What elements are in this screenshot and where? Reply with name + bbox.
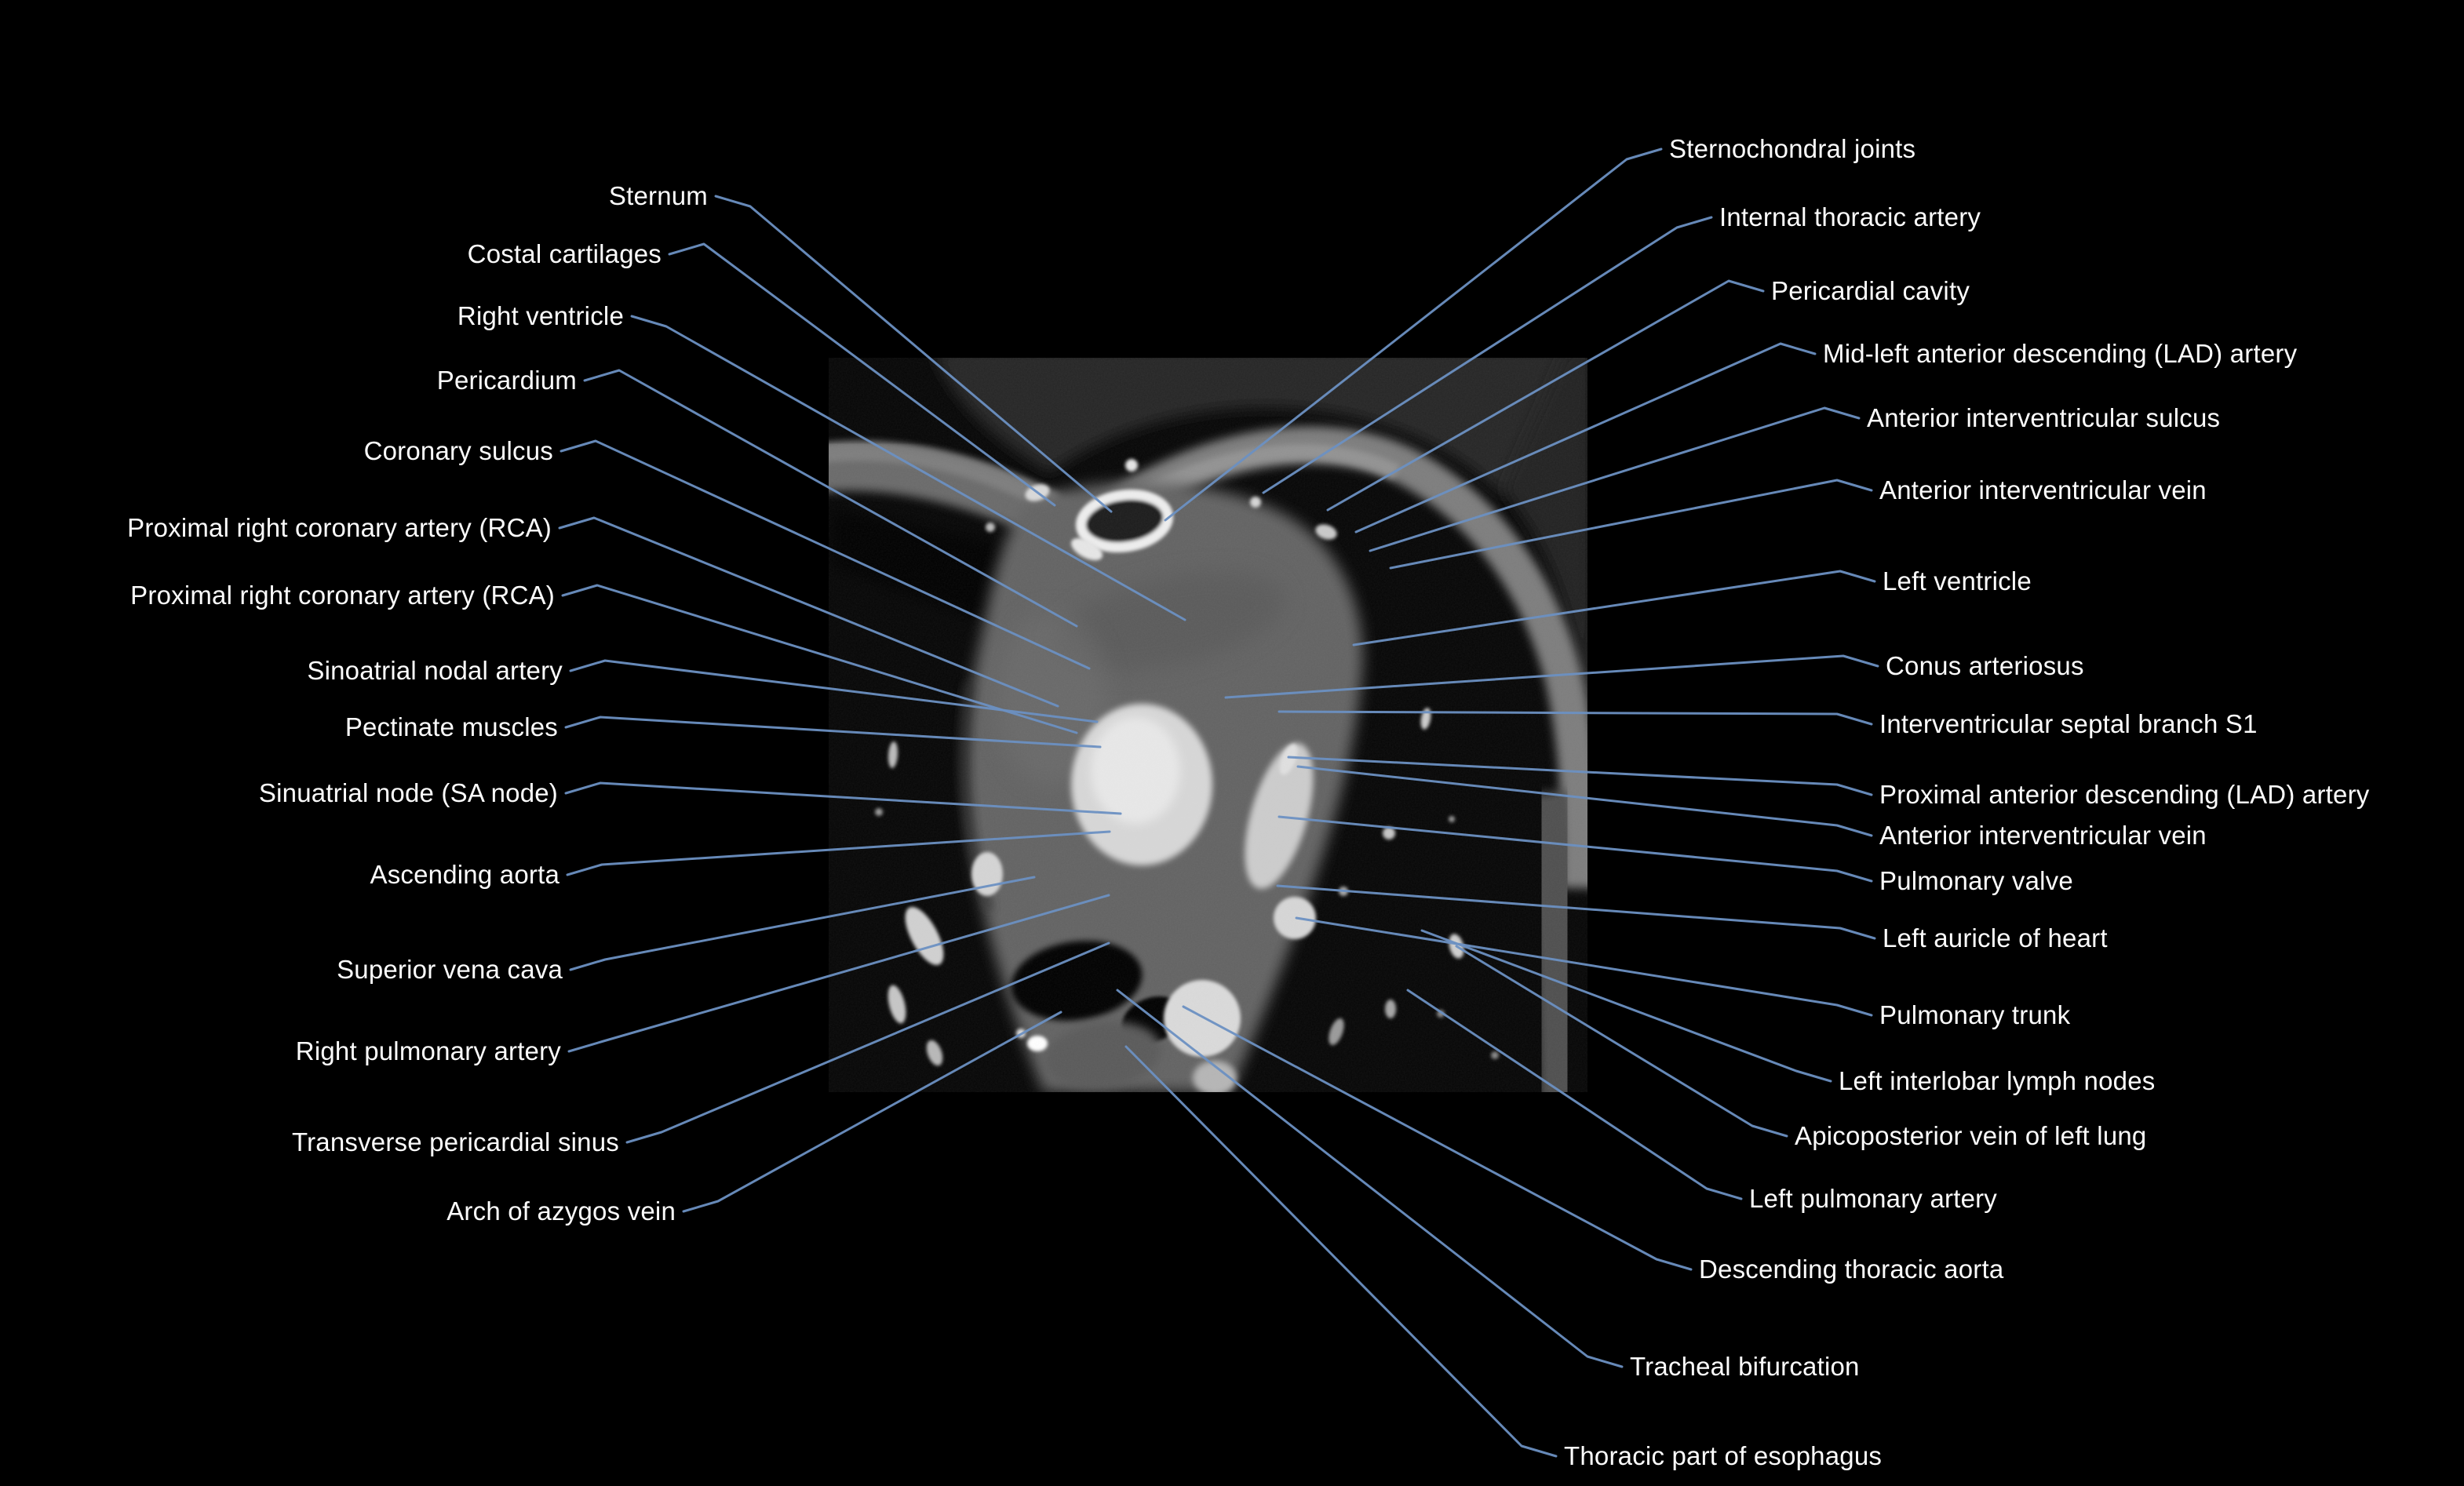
- label-pectinate-muscles[interactable]: Pectinate muscles: [344, 712, 558, 742]
- label-sinuatrial-node-sa-node[interactable]: Sinuatrial node (SA node): [258, 778, 558, 808]
- label-descending-thoracic-aorta[interactable]: Descending thoracic aorta: [1699, 1255, 2004, 1284]
- label-left-pulmonary-artery[interactable]: Left pulmonary artery: [1749, 1184, 1998, 1214]
- label-apicoposterior-vein-of-left-lung[interactable]: Apicoposterior vein of left lung: [1795, 1121, 2147, 1151]
- label-sternum[interactable]: Sternum: [608, 181, 708, 211]
- label-costal-cartilages[interactable]: Costal cartilages: [467, 239, 662, 269]
- label-coronary-sulcus[interactable]: Coronary sulcus: [363, 436, 553, 466]
- label-proximal-anterior-descending-lad-artery[interactable]: Proximal anterior descending (LAD) arter…: [1879, 780, 2370, 810]
- label-proximal-right-coronary-artery-rca[interactable]: Proximal right coronary artery (RCA): [127, 513, 552, 543]
- label-pericardial-cavity[interactable]: Pericardial cavity: [1771, 276, 1970, 306]
- label-pulmonary-trunk[interactable]: Pulmonary trunk: [1879, 1000, 2071, 1030]
- label-anterior-interventricular-sulcus[interactable]: Anterior interventricular sulcus: [1867, 403, 2221, 433]
- label-mid-left-anterior-descending-lad-artery[interactable]: Mid-left anterior descending (LAD) arter…: [1823, 339, 2298, 369]
- label-anterior-interventricular-vein[interactable]: Anterior interventricular vein: [1879, 821, 2207, 850]
- label-sinoatrial-nodal-artery[interactable]: Sinoatrial nodal artery: [307, 656, 563, 686]
- label-sternochondral-joints[interactable]: Sternochondral joints: [1669, 134, 1916, 164]
- label-pericardium[interactable]: Pericardium: [436, 366, 577, 395]
- ct-scan-drawing: [829, 358, 1587, 1092]
- label-left-ventricle[interactable]: Left ventricle: [1883, 566, 2032, 596]
- label-left-auricle-of-heart[interactable]: Left auricle of heart: [1883, 923, 2108, 953]
- label-pulmonary-valve[interactable]: Pulmonary valve: [1879, 866, 2073, 896]
- label-left-interlobar-lymph-nodes[interactable]: Left interlobar lymph nodes: [1839, 1066, 2156, 1096]
- leader-line-thoracic-part-of-esophagus: [1124, 1045, 1558, 1458]
- label-right-pulmonary-artery[interactable]: Right pulmonary artery: [295, 1036, 561, 1066]
- label-right-ventricle[interactable]: Right ventricle: [457, 301, 624, 331]
- label-transverse-pericardial-sinus[interactable]: Transverse pericardial sinus: [291, 1127, 619, 1157]
- label-tracheal-bifurcation[interactable]: Tracheal bifurcation: [1630, 1352, 1860, 1382]
- label-superior-vena-cava[interactable]: Superior vena cava: [337, 955, 563, 985]
- label-arch-of-azygos-vein[interactable]: Arch of azygos vein: [447, 1196, 676, 1226]
- label-conus-arteriosus[interactable]: Conus arteriosus: [1886, 651, 2084, 681]
- label-thoracic-part-of-esophagus[interactable]: Thoracic part of esophagus: [1564, 1441, 1883, 1471]
- ct-noise-grain: [829, 358, 1587, 1092]
- ct-scan-image[interactable]: [829, 358, 1587, 1092]
- label-anterior-interventricular-vein[interactable]: Anterior interventricular vein: [1879, 475, 2207, 505]
- label-proximal-right-coronary-artery-rca[interactable]: Proximal right coronary artery (RCA): [130, 581, 555, 610]
- label-interventricular-septal-branch-s1[interactable]: Interventricular septal branch S1: [1879, 709, 2258, 739]
- label-ascending-aorta[interactable]: Ascending aorta: [370, 860, 560, 890]
- label-internal-thoracic-artery[interactable]: Internal thoracic artery: [1719, 202, 1981, 232]
